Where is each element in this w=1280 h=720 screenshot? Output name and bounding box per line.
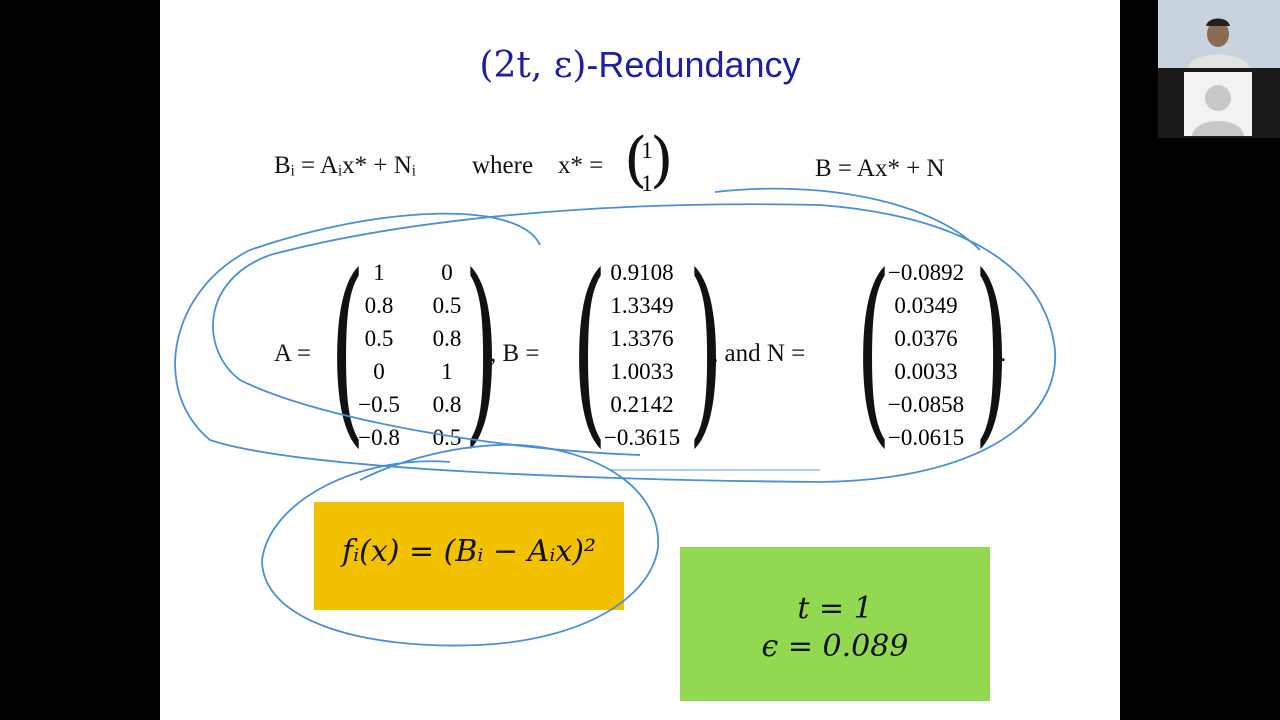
xstar-label: x* = — [558, 152, 604, 179]
A-entry: 0.5 — [364, 326, 394, 351]
N-entry: −0.0858 — [887, 392, 965, 417]
A-label: A = — [274, 340, 312, 367]
A-entry: −0.8 — [358, 425, 400, 450]
xstar-entry: 1 — [641, 138, 653, 163]
A-column-1: 1 0.8 0.5 0 −0.5 −0.8 — [352, 256, 406, 454]
equation-bi: Bᵢ = Aᵢx* + Nᵢ — [274, 152, 416, 179]
slide-title: (2t, ε)-Redundancy — [160, 44, 1120, 86]
objective-function: fᵢ(x) = (Bᵢ − Aᵢx)² — [341, 534, 597, 569]
N-entry: −0.0892 — [887, 260, 965, 285]
B-entry: 0.9108 — [610, 260, 674, 285]
N-entry: 0.0033 — [894, 359, 958, 384]
A-entry: −0.5 — [358, 392, 400, 417]
avatar-icon — [1184, 72, 1252, 136]
N-column: −0.0892 0.0349 0.0376 0.0033 −0.0858 −0.… — [874, 256, 978, 454]
period: . — [1000, 340, 1007, 367]
B-entry: 1.0033 — [610, 359, 674, 384]
B-entry: 1.3349 — [610, 293, 674, 318]
B-label: , B = — [490, 340, 540, 367]
xstar-entry: 1 — [641, 171, 653, 196]
B-column: 0.9108 1.3349 1.3376 1.0033 0.2142 −0.36… — [592, 256, 692, 454]
xstar-column: 1 1 — [636, 134, 658, 200]
N-entry: 0.0349 — [894, 293, 958, 318]
title-text: -Redundancy — [586, 44, 801, 85]
N-entry: −0.0615 — [887, 425, 965, 450]
N-label: , and N = — [712, 340, 806, 367]
presenter-icon — [1158, 0, 1280, 68]
N-entry: 0.0376 — [894, 326, 958, 351]
B-entry: 0.2142 — [610, 392, 674, 417]
xstar-right-paren: ) — [650, 125, 674, 195]
A-entry: 0.8 — [364, 293, 394, 318]
B-entry: 1.3376 — [610, 326, 674, 351]
epsilon-value: ϵ = 0.089 — [761, 629, 909, 664]
participant-avatar — [1184, 72, 1252, 136]
parameters-box: t = 1 ϵ = 0.089 — [680, 547, 990, 701]
where-text: where — [472, 152, 534, 179]
equation-b: B = Ax* + N — [815, 155, 945, 182]
slide: (2t, ε)-Redundancy Bᵢ = Aᵢx* + Nᵢ where … — [160, 0, 1120, 720]
t-value: t = 1 — [797, 591, 873, 626]
objective-function-box: fᵢ(x) = (Bᵢ − Aᵢx)² — [314, 502, 624, 610]
xstar-left-paren: ( — [624, 125, 648, 195]
A-entry: 0 — [373, 359, 385, 384]
webcam-panel — [1158, 0, 1280, 138]
B-entry: −0.3615 — [603, 425, 681, 450]
presenter-video — [1158, 0, 1280, 68]
A-entry: 1 — [373, 260, 385, 285]
title-math: (2t, ε) — [479, 45, 587, 86]
